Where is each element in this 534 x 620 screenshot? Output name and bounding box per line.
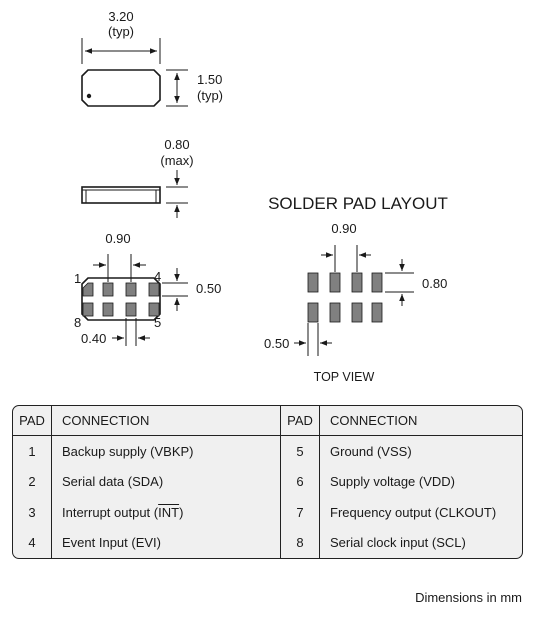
solder-pad [371, 272, 383, 293]
package-side-view [81, 186, 161, 204]
pin-pad-height-dimension: 0.50 [162, 268, 221, 311]
pin-4-label: 4 [154, 269, 161, 284]
pin-view-pad-5 [148, 302, 160, 317]
solder-pad [351, 302, 363, 323]
solder-pad-height-value: 0.80 [422, 276, 447, 291]
pin-view-pad-4 [148, 282, 160, 297]
pin-view-pad-6 [125, 302, 137, 317]
pad-number: 8 [280, 527, 320, 558]
height-value: 0.80 [164, 137, 189, 152]
length-dimension: 3.20 (typ) [81, 9, 161, 64]
pin-pitch-dimension: 0.90 [93, 231, 146, 282]
pin-view-pad-2 [102, 282, 114, 297]
pin-view-pad-8 [82, 302, 94, 317]
top-view-label: TOP VIEW [314, 370, 375, 384]
package-pin-view: 1 4 8 5 [74, 269, 161, 330]
package-top-view [81, 69, 161, 107]
solder-pad-height-dimension: 0.80 [385, 259, 447, 306]
pad-connection: Backup supply (VBKP) [51, 435, 281, 467]
pin-view-pad-3 [125, 282, 137, 297]
pad-connection: Ground (VSS) [330, 443, 412, 459]
width-typ-note: (typ) [197, 88, 223, 103]
connection-header: CONNECTION [51, 406, 281, 436]
connection-suffix: ) [179, 504, 184, 520]
pad-number: 6 [280, 466, 320, 497]
pad-connection: Frequency output (CLKOUT) [330, 504, 497, 520]
pad-connection: Supply voltage (VDD) [330, 474, 455, 490]
pin-8-label: 8 [74, 315, 81, 330]
pin-5-label: 5 [154, 315, 161, 330]
pin-one-dot [86, 93, 92, 99]
width-value: 1.50 [197, 72, 222, 87]
width-dimension: 1.50 (typ) [166, 69, 223, 107]
solder-pad [307, 302, 319, 323]
pad-number: 2 [13, 466, 52, 497]
length-value: 3.20 [108, 9, 133, 24]
table-header-row: PAD CONNECTION PAD CONNECTION [13, 406, 522, 436]
mechanical-drawing: 3.20 (typ) 1.50 (typ) 0.80 (max) [74, 9, 448, 384]
table-row: 1 Backup supply (VBKP) 5 Ground (VSS) [13, 435, 522, 467]
height-max-note: (max) [160, 153, 193, 168]
pad-number: 5 [280, 435, 320, 467]
height-dimension: 0.80 (max) [160, 137, 194, 218]
pin-view-pad-1 [82, 282, 94, 297]
solder-pitch-value: 0.90 [331, 221, 356, 236]
pad-connection: Event Input (EVI) [51, 527, 281, 558]
pad-header: PAD [280, 406, 320, 436]
pad-connection: Serial data (SDA) [51, 466, 281, 497]
pad-number: 7 [280, 496, 320, 528]
solder-pad [329, 302, 341, 323]
pad-number: 3 [13, 496, 52, 528]
pin-pitch-value: 0.90 [105, 231, 130, 246]
pin-view-pad-7 [102, 302, 114, 317]
pin-pad-width-dimension: 0.40 [81, 318, 150, 346]
pad-number: 1 [13, 435, 52, 467]
solder-pad [307, 272, 319, 293]
table-row: 3 Interrupt output (INT) 7 Frequency out… [13, 496, 522, 528]
solder-pad-width-value: 0.50 [264, 336, 289, 351]
solder-pad-width-dimension: 0.50 [264, 323, 332, 356]
pad-number: 4 [13, 527, 52, 558]
pad-header: PAD [13, 406, 52, 436]
pin-1-label: 1 [74, 271, 81, 286]
table-row: 2 Serial data (SDA) 6 Supply voltage (VD… [13, 466, 522, 497]
pin-connection-table: PAD CONNECTION PAD CONNECTION 1 Backup s… [12, 405, 523, 559]
solder-pad [351, 272, 363, 293]
pad-connection: Serial clock input (SCL) [330, 535, 466, 551]
pin-pad-height-value: 0.50 [196, 281, 221, 296]
table-row: 4 Event Input (EVI) 8 Serial clock input… [13, 527, 522, 558]
units-note: Dimensions in mm [415, 590, 522, 605]
pin-pad-width-value: 0.40 [81, 331, 106, 346]
int-signal: INT [158, 504, 180, 520]
length-typ-note: (typ) [108, 24, 134, 39]
solder-pitch-dimension: 0.90 [321, 221, 371, 272]
solder-pad-grid [307, 272, 383, 323]
connection-header: CONNECTION [319, 406, 522, 436]
connection-prefix: Interrupt output ( [62, 504, 159, 520]
solder-pad [329, 272, 341, 293]
solder-pad [371, 302, 383, 323]
pad-connection: Interrupt output (INT) [51, 496, 281, 528]
solder-layout-title: SOLDER PAD LAYOUT [268, 194, 448, 213]
